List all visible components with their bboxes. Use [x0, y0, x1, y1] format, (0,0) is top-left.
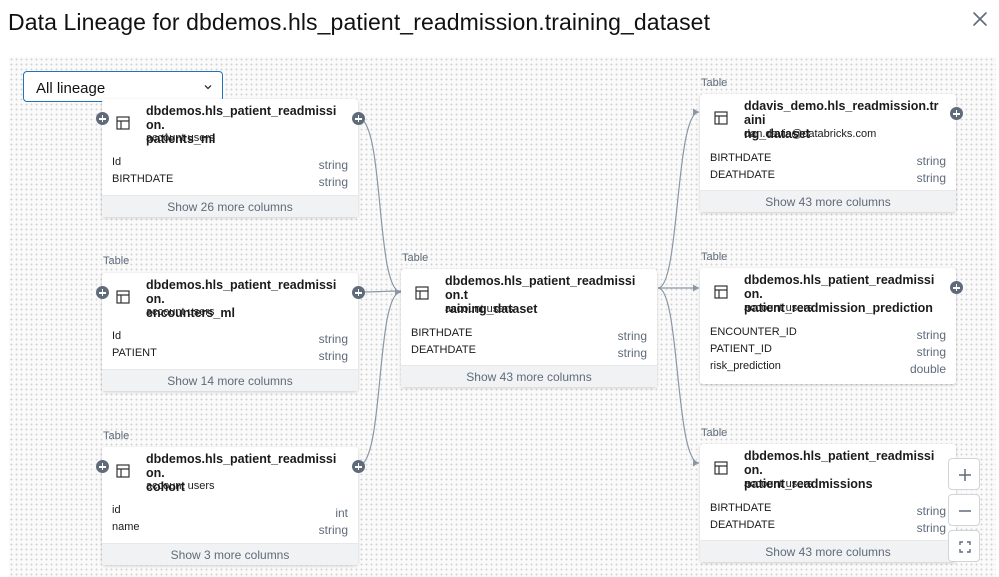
table-icon — [116, 464, 130, 478]
node-owner: account users — [445, 303, 514, 315]
node-name: dbdemos.hls_patient_readmission.t — [445, 274, 636, 302]
lineage-node[interactable]: dbdemos.hls_patient_readmission.patient_… — [700, 268, 956, 384]
lineage-node[interactable]: dbdemos.hls_patient_readmission.encounte… — [102, 273, 358, 391]
close-icon[interactable] — [969, 8, 991, 30]
node-name-cont: patient_readmission_prediction — [744, 301, 933, 315]
show-more-columns-button[interactable]: Show 43 more columns — [401, 365, 657, 387]
table-icon — [116, 116, 130, 130]
node-type-label: Table — [103, 430, 130, 442]
expand-downstream-icon[interactable] — [950, 281, 963, 294]
node-type-label: Table — [701, 77, 728, 89]
show-more-columns-button[interactable]: Show 26 more columns — [102, 195, 358, 217]
node-name: ddavis_demo.hls_readmission.traini — [744, 99, 939, 127]
expand-downstream-icon[interactable] — [352, 460, 365, 473]
node-owner: dan.davis@databricks.com — [744, 128, 877, 140]
expand-downstream-icon[interactable] — [352, 112, 365, 125]
node-owner: account users — [744, 478, 813, 490]
table-icon — [415, 286, 429, 300]
node-owner: account users — [146, 480, 215, 492]
node-name-cont: ng_dataset — [744, 127, 810, 141]
node-name: dbdemos.hls_patient_readmission. — [744, 449, 935, 477]
show-more-columns-button[interactable]: Show 43 more columns — [700, 190, 956, 212]
lineage-node[interactable]: dbdemos.hls_patient_readmission.patients… — [102, 99, 358, 217]
lineage-node[interactable]: dbdemos.hls_patient_readmission.cohort a… — [102, 447, 358, 565]
expand-downstream-icon[interactable] — [352, 286, 365, 299]
show-more-columns-button[interactable]: Show 14 more columns — [102, 369, 358, 391]
zoom-out-icon — [959, 510, 971, 512]
expand-upstream-icon[interactable] — [96, 286, 109, 299]
node-type-label: Table — [402, 252, 429, 264]
zoom-out-button[interactable] — [948, 494, 980, 526]
page-title: Data Lineage for dbdemos.hls_patient_rea… — [8, 9, 711, 35]
node-name: dbdemos.hls_patient_readmission. — [146, 104, 337, 132]
table-icon — [714, 461, 728, 475]
table-icon — [116, 290, 130, 304]
expand-upstream-icon[interactable] — [96, 112, 109, 125]
zoom-in-icon — [959, 469, 971, 481]
node-name: dbdemos.hls_patient_readmission. — [146, 278, 337, 306]
chevron-down-icon — [204, 85, 212, 90]
zoom-in-button[interactable] — [948, 458, 980, 490]
node-name-cont: patients_ml — [146, 132, 216, 146]
fit-view-button[interactable] — [948, 530, 980, 562]
node-name-cont: patient_readmissions — [744, 477, 873, 491]
table-icon — [714, 285, 728, 299]
expand-downstream-icon[interactable] — [950, 107, 963, 120]
lineage-node[interactable]: dbdemos.hls_patient_readmission.patient_… — [700, 444, 956, 562]
node-owner: account users — [744, 302, 813, 314]
node-type-label: Table — [103, 255, 130, 267]
node-type-label: Table — [701, 251, 728, 263]
node-name-cont: cohort — [146, 480, 185, 494]
node-name-cont: raining_dataset — [445, 302, 538, 316]
node-name: dbdemos.hls_patient_readmission. — [146, 452, 337, 480]
node-name: dbdemos.hls_patient_readmission. — [744, 273, 935, 301]
table-icon — [714, 111, 728, 125]
node-owner: account users — [146, 306, 215, 318]
lineage-filter-value: All lineage — [36, 80, 106, 97]
node-name-cont: encounters_ml — [146, 306, 235, 320]
fit-view-icon — [959, 541, 971, 553]
node-owner: account users — [146, 132, 215, 144]
expand-upstream-icon[interactable] — [96, 460, 109, 473]
show-more-columns-button[interactable]: Show 43 more columns — [700, 540, 956, 562]
show-more-columns-button[interactable]: Show 3 more columns — [102, 543, 358, 565]
lineage-filter-select[interactable]: All lineage — [23, 71, 223, 102]
node-type-label: Table — [701, 427, 728, 439]
